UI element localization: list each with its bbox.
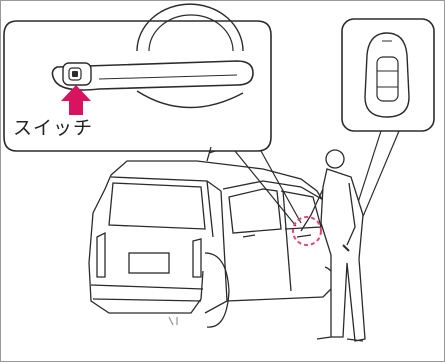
person-illustration xyxy=(301,150,365,341)
door-handle-inset xyxy=(4,4,301,226)
smart-key-icon xyxy=(365,33,409,117)
switch-label: スイッチ xyxy=(13,117,133,139)
door-handle-icon xyxy=(52,61,253,90)
car-illustration xyxy=(89,147,339,327)
